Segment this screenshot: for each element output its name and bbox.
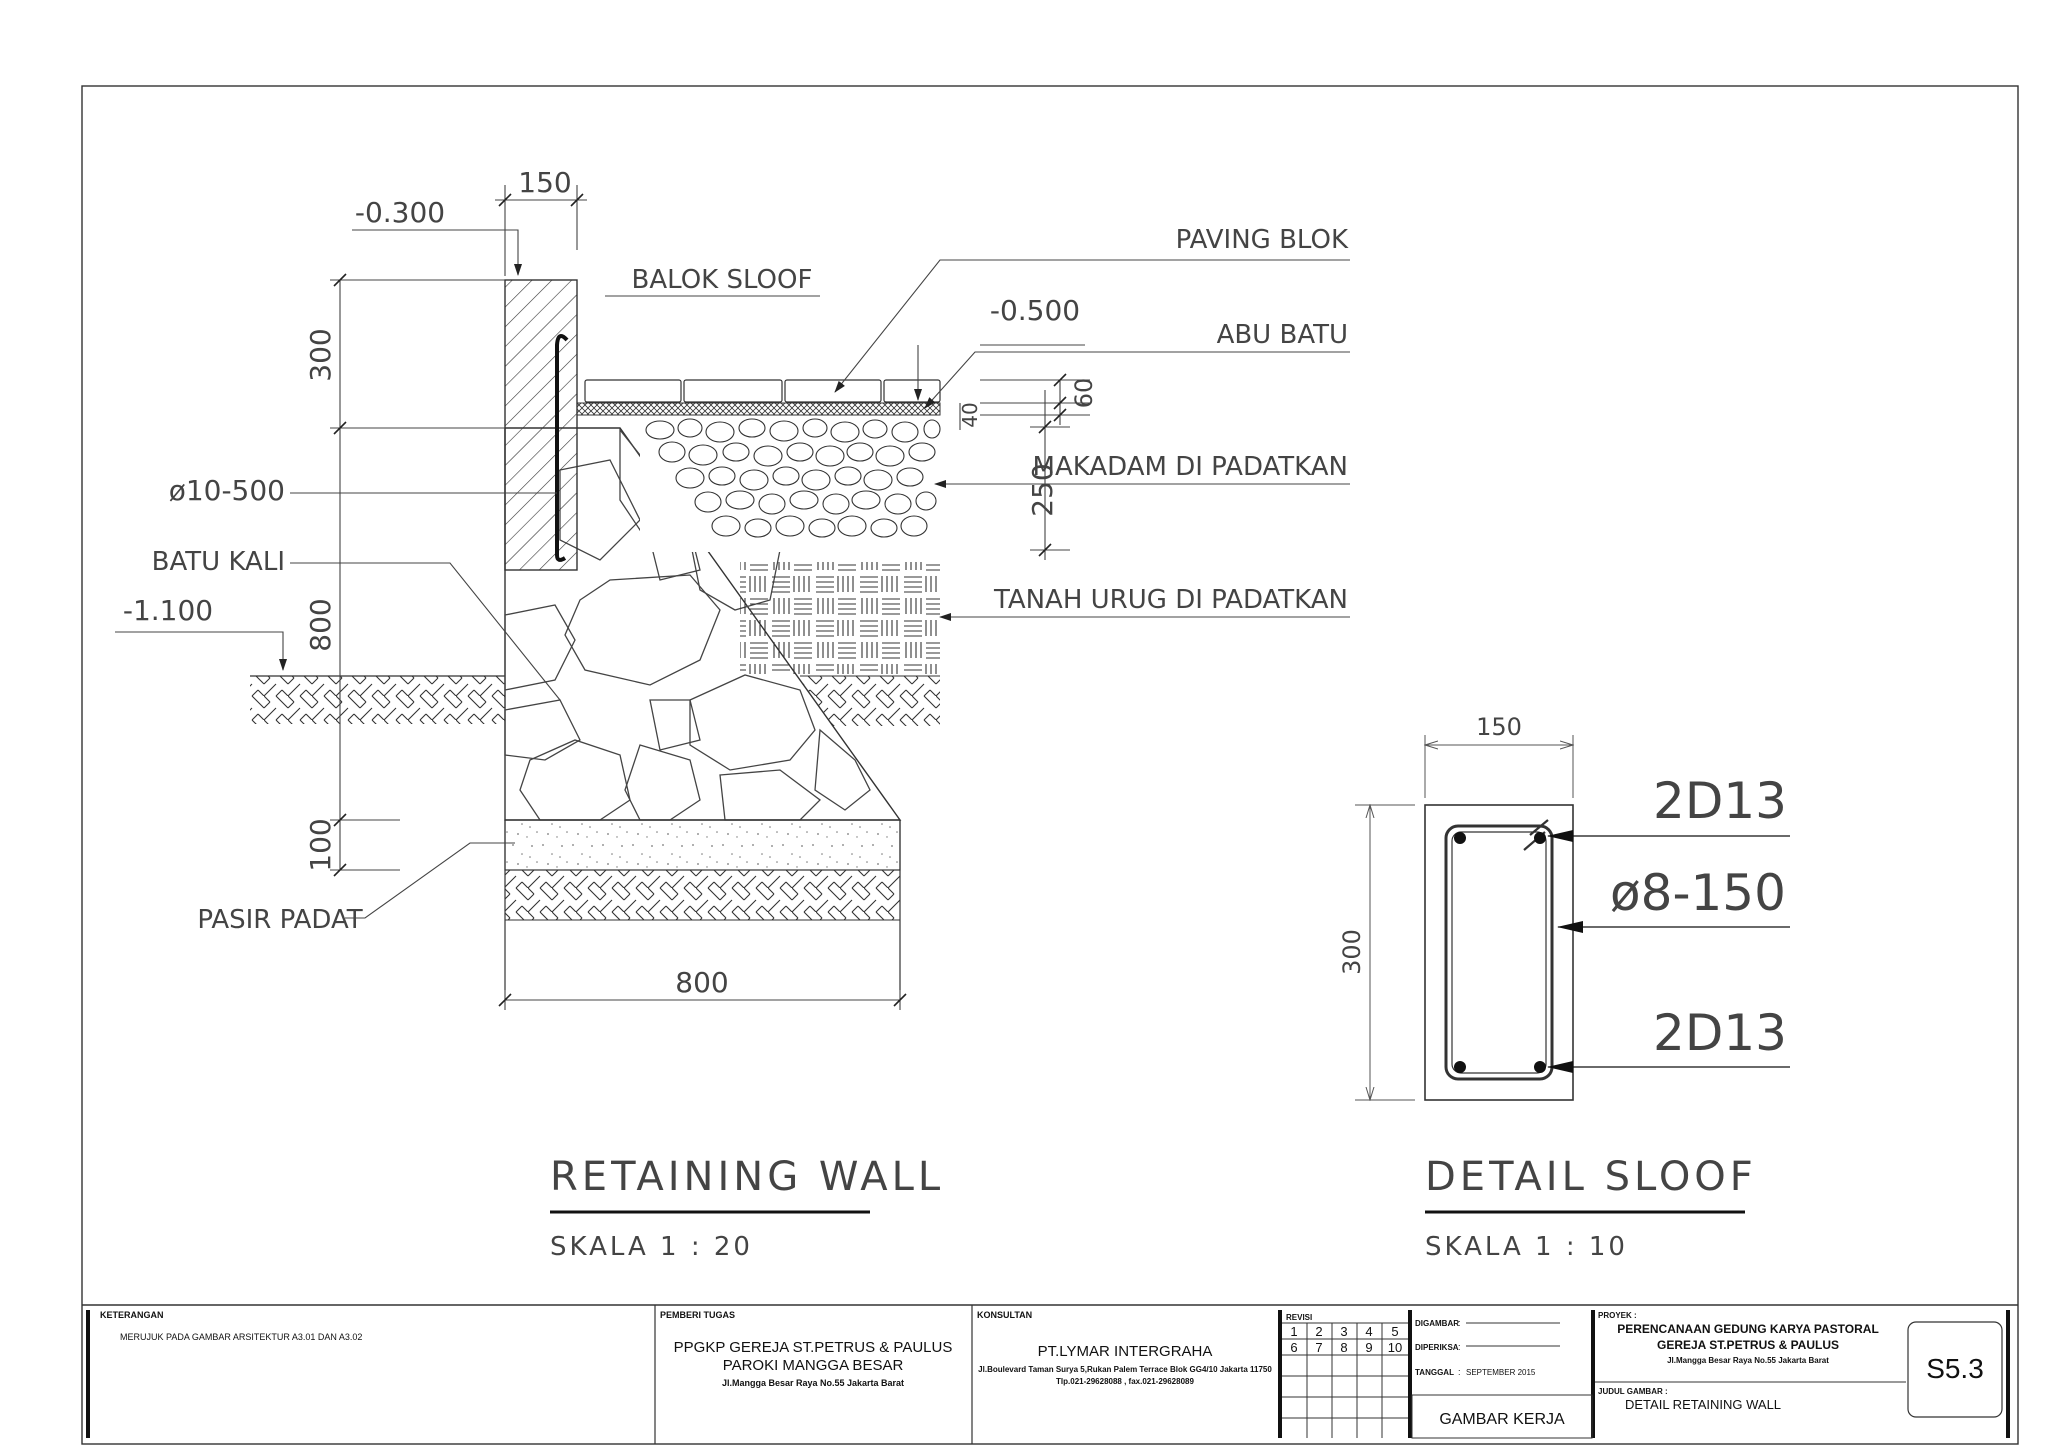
label-pasir-padat: PASIR PADAT [197, 905, 362, 935]
revisi-3: 3 [1340, 1324, 1347, 1339]
dim-h800: 800 [304, 598, 337, 651]
revisi-9: 9 [1365, 1340, 1372, 1355]
sloof-top-bars: 2D13 [1653, 772, 1787, 830]
retaining-wall-scale: SKALA 1 : 20 [550, 1232, 753, 1262]
pemberi-label: PEMBERI TUGAS [660, 1310, 735, 1320]
pemberi-line3: Jl.Mangga Besar Raya No.55 Jakarta Barat [722, 1378, 904, 1388]
sloof-outline [1424, 804, 1574, 1101]
rebar-hook [555, 334, 569, 562]
level-ground: -1.100 [123, 594, 213, 627]
revisi-5: 5 [1391, 1324, 1398, 1339]
label-tanah-urug: TANAH URUG DI PADATKAN [993, 585, 1348, 615]
sloof-height: 300 [1338, 929, 1366, 975]
proyek-label: PROYEK : [1598, 1311, 1637, 1320]
pemberi-line1: PPGKP GEREJA ST.PETRUS & PAULUS [674, 1339, 953, 1356]
konsultan-addr: Jl.Boulevard Taman Surya 5,Rukan Palem T… [978, 1365, 1272, 1374]
detail-sloof-scale: SKALA 1 : 10 [1425, 1232, 1628, 1262]
label-makadam: MAKADAM DI PADATKAN [1033, 452, 1348, 482]
pemberi-line2: PAROKI MANGGA BESAR [723, 1357, 904, 1374]
svg-text::: : [1458, 1367, 1461, 1377]
sheet-border [81, 85, 2019, 1445]
judul-value: DETAIL RETAINING WALL [1625, 1397, 1781, 1412]
konsultan-tel: Tlp.021-29628088 , fax.021-29628089 [1056, 1377, 1194, 1386]
bar-top-right [1534, 832, 1546, 844]
konsultan-name: PT.LYMAR INTERGRAHA [1038, 1343, 1213, 1360]
makadam-layer [640, 416, 941, 552]
proyek-line1: PERENCANAAN GEDUNG KARYA PASTORAL [1617, 1322, 1879, 1336]
sheet-number: S5.3 [1926, 1353, 1984, 1384]
keterangan-label: KETERANGAN [100, 1310, 164, 1320]
revisi-1: 1 [1290, 1324, 1297, 1339]
abu-batu-layer [576, 402, 941, 416]
revisi-7: 7 [1315, 1340, 1322, 1355]
pasir-padat-layer [504, 819, 901, 871]
title-block: KETERANGAN MERUJUK PADA GAMBAR ARSITEKTU… [82, 1304, 2018, 1444]
svg-text::: : [1458, 1318, 1461, 1328]
diperiksa-label: DIPERIKSA [1415, 1343, 1459, 1352]
revisi-10: 10 [1388, 1340, 1402, 1355]
keterangan-text: MERUJUK PADA GAMBAR ARSITEKTUR A3.01 DAN… [120, 1332, 362, 1342]
soil-bottom [504, 869, 901, 921]
label-abu-batu: ABU BATU [1217, 320, 1348, 350]
dim-base-width: 800 [675, 966, 728, 999]
soil-left [250, 676, 505, 724]
sheet-number-box [1907, 1321, 2003, 1418]
proyek-line2: GEREJA ST.PETRUS & PAULUS [1657, 1338, 1839, 1352]
tanggal-label: TANGGAL [1415, 1368, 1454, 1377]
label-balok-sloof: BALOK SLOOF [632, 265, 813, 295]
tanah-urug-layer [740, 562, 940, 674]
digambar-label: DIGAMBAR [1415, 1319, 1459, 1328]
sloof-bottom-bars: 2D13 [1653, 1004, 1787, 1062]
gambar-kerja: GAMBAR KERJA [1439, 1411, 1565, 1428]
revisi-2: 2 [1315, 1324, 1322, 1339]
bar-bottom-right [1534, 1061, 1546, 1073]
paving-blocks [584, 379, 941, 403]
label-batu-kali: BATU KALI [152, 547, 285, 577]
bar-bottom-left [1454, 1061, 1466, 1073]
dim-250: 250 [1026, 463, 1059, 516]
svg-text::: : [1458, 1342, 1461, 1352]
label-rebar: ø10-500 [169, 474, 285, 507]
sloof-stirrups: ø8-150 [1610, 864, 1786, 922]
retaining-wall-section: 150 -0.300 BALOK SLOOF PAVING BLOK -0.50… [115, 166, 1350, 1262]
dim-top-width: 150 [518, 166, 571, 199]
label-paving-blok: PAVING BLOK [1176, 225, 1349, 255]
proyek-line3: Jl.Mangga Besar Raya No.55 Jakarta Barat [1667, 1356, 1829, 1365]
dim-h300: 300 [304, 328, 337, 381]
dim-40: 40 [958, 402, 982, 427]
dim-h100: 100 [304, 818, 337, 871]
tanggal-value: SEPTEMBER 2015 [1466, 1368, 1536, 1377]
judul-label: JUDUL GAMBAR : [1598, 1387, 1668, 1396]
level-top: -0.300 [355, 196, 445, 229]
konsultan-label: KONSULTAN [977, 1310, 1032, 1320]
revisi-8: 8 [1340, 1340, 1347, 1355]
detail-sloof-title: DETAIL SLOOF [1425, 1154, 1757, 1200]
detail-sloof-section: 150 300 2D13 ø8-150 2D13 DETAIL SLOOF SK… [1338, 713, 1790, 1262]
sloof-width: 150 [1476, 713, 1522, 741]
bar-top-left [1454, 832, 1466, 844]
retaining-wall-title: RETAINING WALL [550, 1154, 944, 1200]
revisi-6: 6 [1290, 1340, 1297, 1355]
balok-sloof [504, 279, 578, 571]
revisi-label: REVISI [1286, 1313, 1312, 1322]
stirrup [1444, 824, 1554, 1081]
revisi-4: 4 [1365, 1324, 1372, 1339]
dim-60: 60 [1070, 378, 1098, 409]
level-paving: -0.500 [990, 294, 1080, 327]
